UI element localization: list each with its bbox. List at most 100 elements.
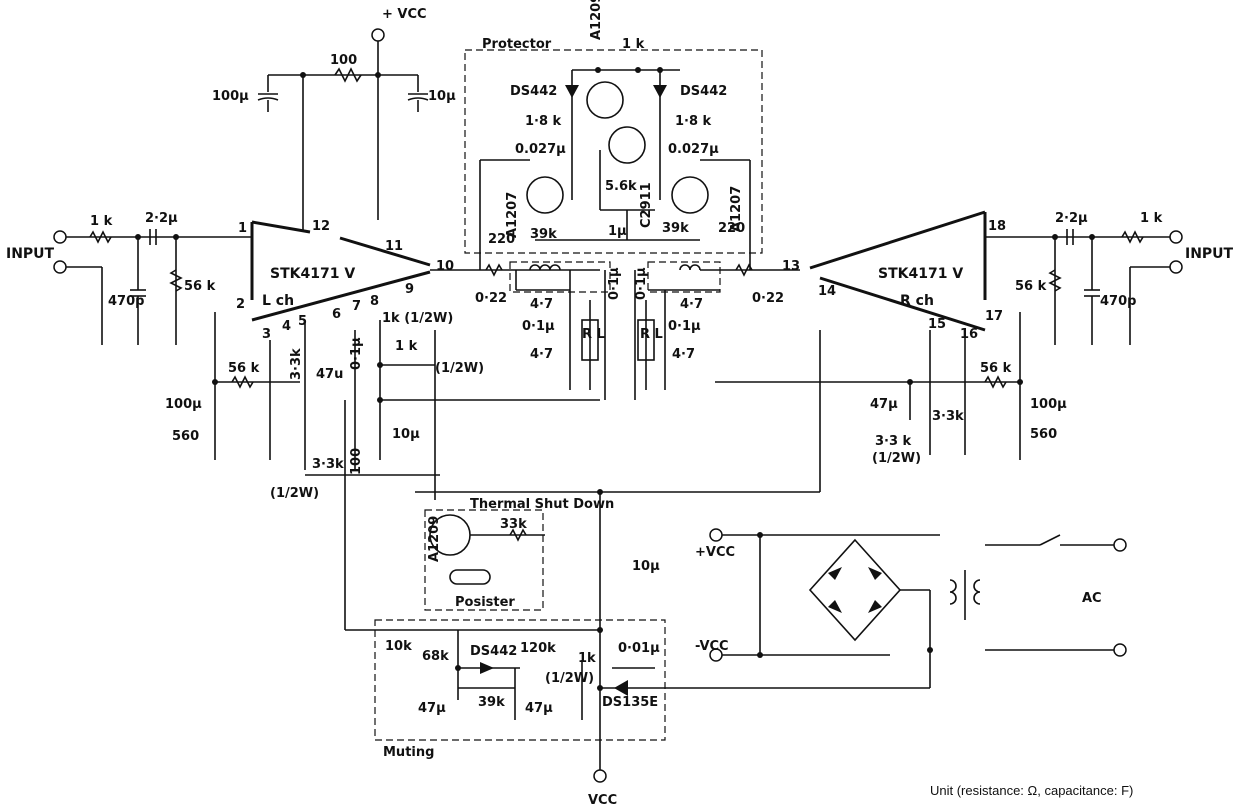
r120k-label: 120k [520, 641, 556, 656]
r33k-left-label: 3·3k [289, 348, 304, 380]
ic-right-name: STK4171 V [878, 266, 963, 282]
c1u-label: 1µ [608, 224, 627, 239]
r1k-mute-label: 1k [578, 651, 596, 666]
input-left-ground-terminal [53, 260, 67, 274]
ac-terminal-top [1113, 538, 1127, 552]
protector-label: Protector [482, 37, 552, 52]
pin-2-label: 2 [236, 297, 245, 312]
muting-internals [455, 630, 930, 720]
protector-internals [479, 67, 751, 270]
c10u-ts-label: 10µ [632, 559, 660, 574]
unit-note: Unit (resistance: Ω, capacitance: F) [930, 783, 1133, 798]
ic-left-name: STK4171 V [270, 266, 355, 282]
pin-17-label: 17 [985, 309, 1003, 324]
vcc-bottom-label: VCC [588, 793, 617, 808]
pin-12-label: 12 [312, 219, 330, 234]
output-network [430, 263, 800, 400]
r33k-right-label: 3·3k [932, 409, 964, 424]
c47u-left-label: 47u [316, 367, 343, 382]
ic-right-channel: R ch [900, 293, 934, 309]
input-right-ground-terminal [1169, 260, 1183, 274]
c47u-m1-label: 47µ [418, 701, 446, 716]
r100-top-label: 100 [330, 53, 357, 68]
a1209-top-label: A1209 [589, 0, 604, 40]
c01-mid-left-label: 0·1µ [607, 267, 622, 300]
r47-left-label: 4·7 [530, 297, 553, 312]
r18k-left-label: 1·8 k [525, 114, 562, 129]
c001-label: 0·01µ [618, 641, 660, 656]
r39k-right-label: 39k [662, 221, 689, 236]
ac-label: AC [1082, 591, 1102, 606]
pin-18-label: 18 [988, 219, 1006, 234]
c47u-right-label: 47µ [870, 397, 898, 412]
r47-right-label: 4·7 [680, 297, 703, 312]
r18k-right-label: 1·8 k [675, 114, 712, 129]
pin-9-label: 9 [405, 282, 414, 297]
vcc-bottom-terminal [593, 769, 607, 783]
r1k-inr-label: 1 k [1140, 211, 1163, 226]
rl-right-label: R L [640, 327, 663, 342]
c22-right-label: 2·2µ [1055, 211, 1088, 226]
vcc-top-terminal [371, 28, 385, 42]
r33k-left2-label: 3·3k [312, 457, 344, 472]
a1209-ts-label: A1209 [427, 516, 442, 562]
r220-right-label: 220 [718, 221, 745, 236]
r68k-label: 68k [422, 649, 449, 664]
r47b-left-label: 4·7 [530, 347, 553, 362]
ic-left-channel: L ch [262, 293, 294, 309]
power-supply [722, 532, 1115, 688]
ds442-left-label: DS442 [510, 84, 557, 99]
r33k-right2-label: 3·3 k [875, 434, 912, 449]
thermal-bus [305, 330, 821, 770]
vcc-pos-terminal [709, 528, 723, 542]
right-input-network [985, 229, 1170, 345]
left-input-network [66, 229, 252, 345]
pin-8-label: 8 [370, 294, 379, 309]
ic-left-body [250, 220, 431, 322]
pin-11-label: 11 [385, 239, 403, 254]
c0027-right-label: 0.027µ [668, 142, 719, 157]
half-w-label: (1/2W) [435, 361, 484, 376]
r39k-left-label: 39k [530, 227, 557, 242]
ds442-mute-label: DS442 [470, 644, 517, 659]
pin-10-label: 10 [436, 259, 454, 274]
thermal-label: Thermal Shut Down [470, 497, 614, 512]
input-right-label: INPUT [1185, 246, 1234, 262]
r560-right-label: 560 [1030, 427, 1057, 442]
protector-box [464, 49, 763, 254]
pin-14-label: 14 [818, 284, 836, 299]
muting-box [374, 619, 666, 741]
ac-terminal-bottom [1113, 643, 1127, 657]
vcc-pos-label: +VCC [695, 545, 735, 560]
pin-16-label: 16 [960, 327, 978, 342]
vcc-neg-terminal [709, 648, 723, 662]
pin-7-label: 7 [352, 299, 361, 314]
ic-right-body [809, 210, 987, 332]
protector-coil-box-left [509, 261, 611, 293]
r1k-half-w-label: 1k (1/2W) [382, 311, 453, 326]
pin-6-label: 6 [332, 307, 341, 322]
pin-5-label: 5 [298, 314, 307, 329]
vcc-top-label: + VCC [382, 7, 427, 22]
pin-13-label: 13 [782, 259, 800, 274]
pin-15-label: 15 [928, 317, 946, 332]
c47u-m2-label: 47µ [525, 701, 553, 716]
c10u-top-label: 10µ [428, 89, 456, 104]
posister-label: Posister [455, 595, 515, 610]
input-right-terminal [1169, 230, 1183, 244]
right-bias-network [715, 312, 1023, 460]
c100u-right-label: 100µ [1030, 397, 1067, 412]
r33k-ts-label: 33k [500, 517, 527, 532]
top-supply-network [257, 40, 429, 230]
r022-right-label: 0·22 [752, 291, 784, 306]
muting-label: Muting [383, 745, 434, 760]
r100-left-label: 100 [349, 448, 364, 475]
pin-1-label: 1 [238, 221, 247, 236]
r56k-inl-label: 56 k [184, 279, 216, 294]
r560-left-label: 560 [172, 429, 199, 444]
r47b-right-label: 4·7 [672, 347, 695, 362]
half-w-left2-label: (1/2W) [270, 486, 319, 501]
r56k-inr-label: 56 k [1015, 279, 1047, 294]
c0027-left-label: 0.027µ [515, 142, 566, 157]
